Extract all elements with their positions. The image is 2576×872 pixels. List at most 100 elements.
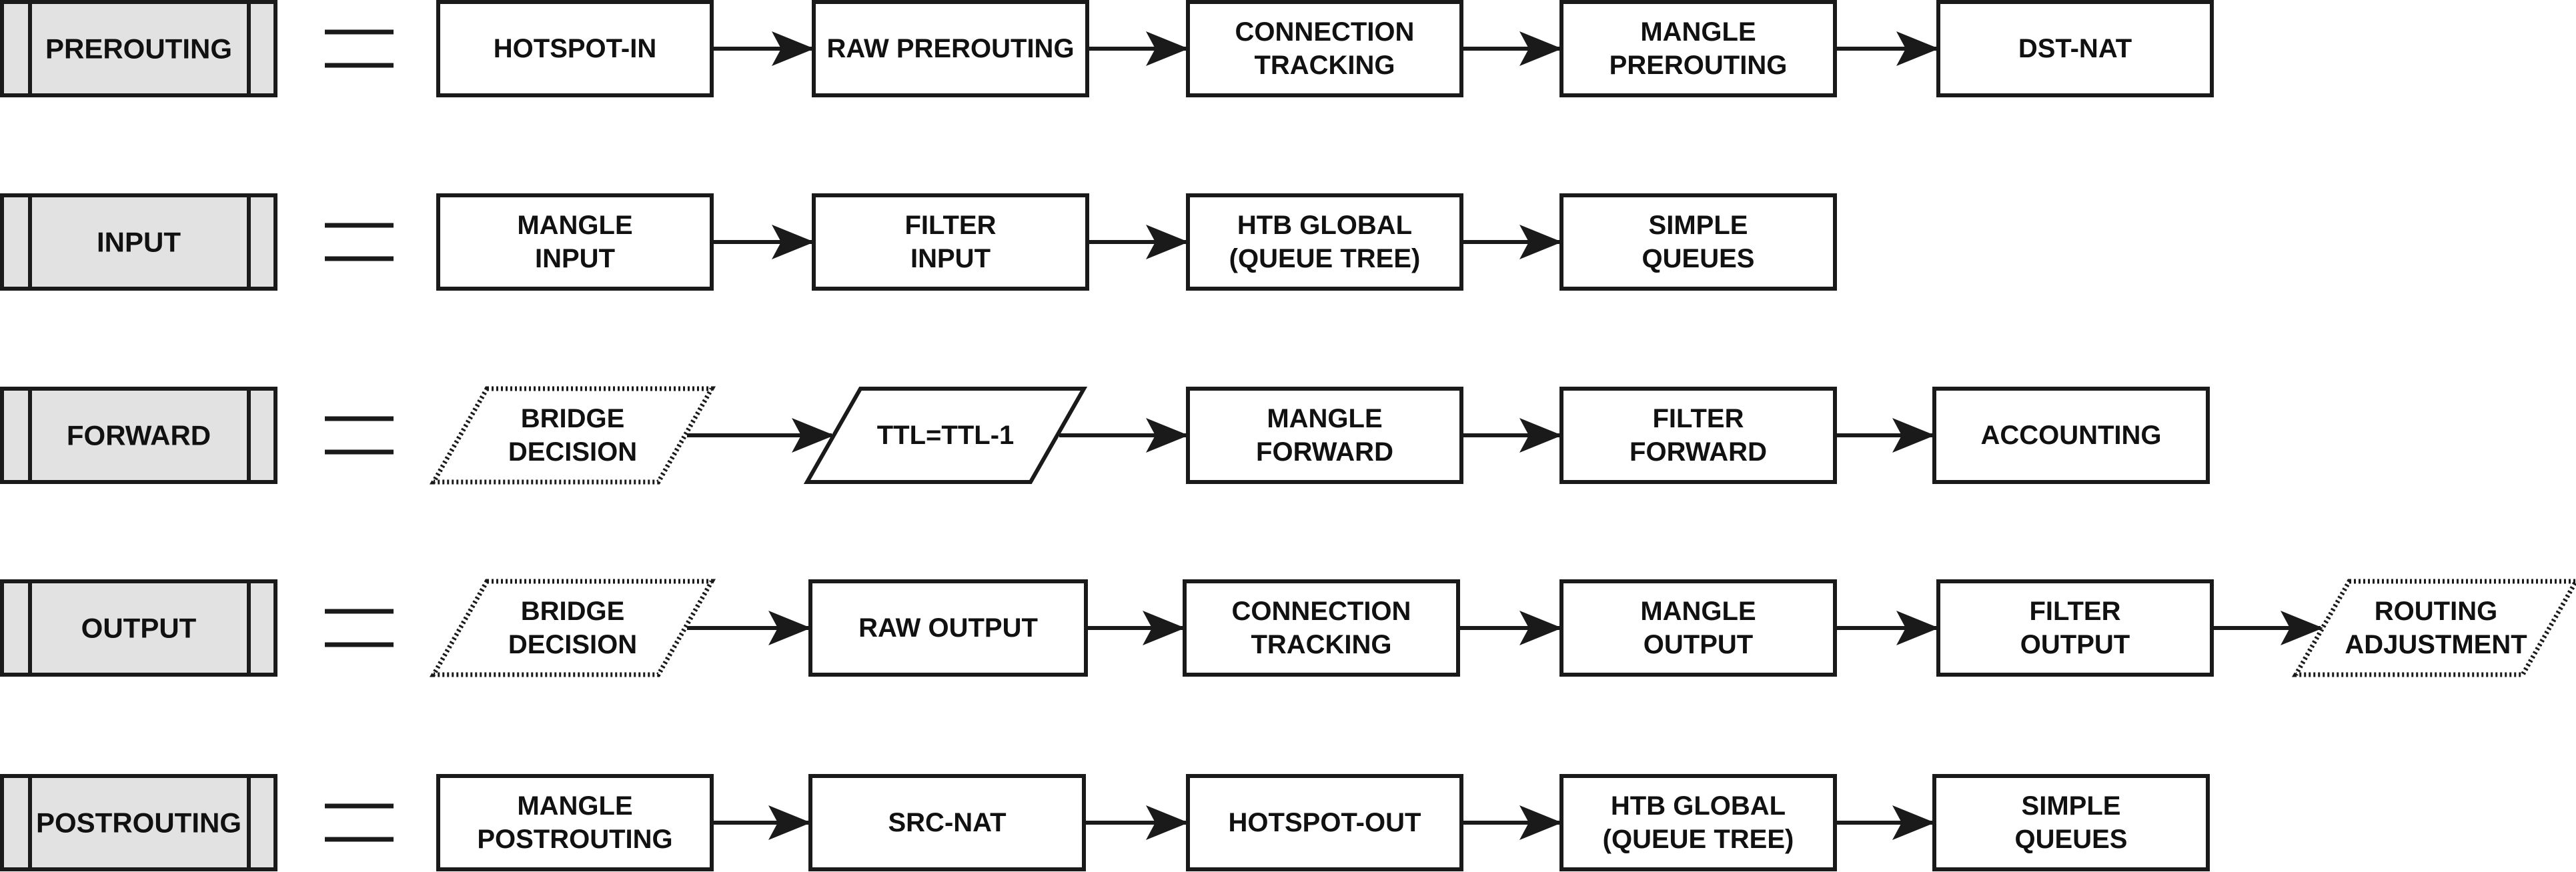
step-bridge-decision: BRIDGE DECISION [429,579,716,677]
step-label-line-2: DECISION [508,630,637,659]
step-label-line-1: HTB GLOBAL [1237,211,1412,240]
step-label-line-1: DST-NAT [2018,34,2132,63]
step-label-line-2: INPUT [535,244,615,273]
step-label-line-1: SRC-NAT [888,808,1006,837]
step-label-line-1: RAW OUTPUT [858,613,1038,643]
step-label-line-1: ROUTING [2375,597,2497,626]
step-htb-global-queue-tree: HTB GLOBAL (QUEUE TREE) [1559,774,1837,871]
chain-label-output: OUTPUT [0,579,277,677]
step-label-line-2: (QUEUE TREE) [1603,825,1794,854]
step-box [1559,774,1837,871]
step-box [812,193,1089,291]
step-box [1559,0,1837,97]
step-box [1186,387,1463,484]
chain-label-box [0,579,277,677]
chain-label-box [0,774,277,871]
step-label-line-2: QUEUES [1642,244,1755,273]
step-hotspot-out: HOTSPOT-OUT [1186,774,1463,871]
step-label-line-2: TRACKING [1254,51,1395,80]
chain-row-forward: FORWARDBRIDGEDECISIONTTL=TTL-1MANGLEFORW… [0,386,2210,485]
chain-name: POSTROUTING [36,807,241,839]
step-raw-prerouting: RAW PREROUTING [812,0,1089,97]
equals-sign [325,29,394,68]
equals-sign [325,803,394,842]
step-box [1559,387,1837,484]
step-box [1936,579,2214,677]
step-connection-tracking: CONNECTION TRACKING [1186,0,1463,97]
step-parallelogram-dotted [2291,579,2576,677]
step-label-line-2: PREROUTING [1609,51,1788,80]
step-hotspot-in: HOTSPOT-IN [436,0,714,97]
step-label-line-1: SIMPLE [2022,791,2121,821]
step-box [1186,193,1463,291]
step-dst-nat: DST-NAT [1936,0,2214,97]
step-accounting: ACCOUNTING [1932,387,2210,484]
step-box [1559,193,1837,291]
chain-label-box [0,387,277,484]
step-box [808,774,1086,871]
equals-sign [325,416,394,455]
step-filter-forward: FILTER FORWARD [1559,387,1837,484]
chain-label-box [0,193,277,291]
step-box [1186,0,1463,97]
step-label-line-1: MANGLE [517,791,632,821]
step-filter-input: FILTER INPUT [812,193,1089,291]
step-label-line-1: MANGLE [1267,404,1382,433]
step-label-line-1: SIMPLE [1649,211,1748,240]
step-src-nat: SRC-NAT [808,774,1086,871]
chain-label-forward: FORWARD [0,387,277,484]
step-mangle-prerouting: MANGLE PREROUTING [1559,0,1837,97]
step-label-line-2: FORWARD [1256,437,1393,467]
chain-label-box [0,0,277,97]
step-label-line-1: CONNECTION [1235,17,1415,47]
step-parallelogram-dotted [429,579,716,677]
chain-label-input: INPUT [0,193,277,291]
step-label-line-1: BRIDGE [521,597,625,626]
equals-sign [325,609,394,647]
step-box [1932,774,2210,871]
step-label-line-2: OUTPUT [2020,630,2130,659]
chain-name: OUTPUT [81,613,197,644]
step-label-line-1: RAW PREROUTING [826,34,1074,63]
step-box [1186,774,1463,871]
step-label-line-1: HTB GLOBAL [1611,791,1786,821]
step-raw-output: RAW OUTPUT [808,579,1088,677]
step-box [436,774,714,871]
step-box [808,579,1088,677]
step-label-line-2: INPUT [910,244,991,273]
chain-row-output: OUTPUT BRIDGE DECISION RAW OUTPUT CONNECTION… [0,579,2576,677]
step-label-line-1: MANGLE [1640,597,1756,626]
chain-row-prerouting: PREROUTING HOTSPOT-IN RAW PREROUTING CONNEC… [0,0,2214,97]
step-box [436,0,714,97]
step-simple-queues: SIMPLE QUEUES [1559,193,1837,291]
chain-name: INPUT [97,227,181,258]
chain-label-postrouting: POSTROUTING [0,774,277,871]
step-mangle-forward: MANGLE FORWARD [1186,387,1463,484]
step-label-line-2: FORWARD [1630,437,1767,467]
chain-name: FORWARD [67,420,211,451]
chain-label-prerouting: PREROUTING [0,0,277,97]
step-label-line-1: FILTER [904,211,996,240]
step-label-line-2: ADJUSTMENT [2345,630,2527,659]
step-htb-global-queue-tree: HTB GLOBAL(QUEUE TREE) [1186,193,1463,291]
step-parallelogram-dotted [429,386,716,485]
step-box [436,193,714,291]
equals-sign [325,223,394,261]
step-box [812,0,1089,97]
step-label-line-1: HOTSPOT-IN [494,34,656,63]
step-box [1559,579,1837,677]
step-label-line-1: FILTER [1652,404,1744,433]
step-label-line-1: CONNECTION [1232,597,1411,626]
chain-name: PREROUTING [45,33,232,65]
step-label-line-1: MANGLE [1640,17,1756,47]
